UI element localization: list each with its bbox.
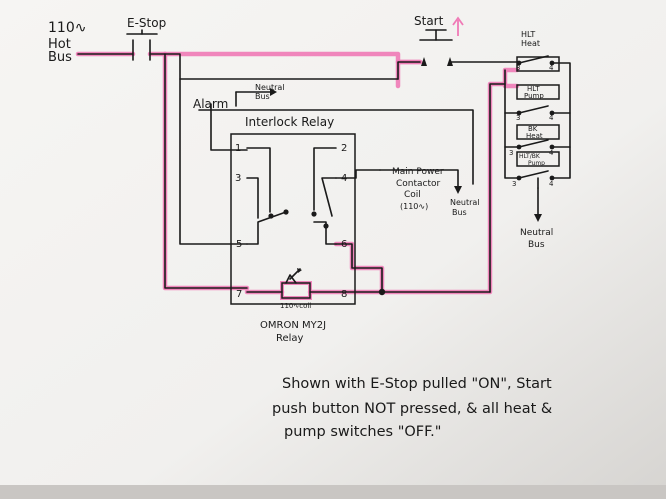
table-edge	[0, 485, 666, 499]
switch-1-pin-left: 3	[516, 64, 520, 72]
switch-1-line2: Heat	[521, 39, 540, 48]
relay-pin-6: 6	[341, 239, 347, 250]
relay-pin-2: 2	[341, 143, 347, 154]
note-line2: push button NOT pressed, & all heat &	[272, 401, 552, 417]
contactor-line1: Main Power	[392, 167, 444, 177]
switch-4-line1: HLT/BK	[519, 153, 541, 160]
switch-2-line2: Pump	[524, 92, 544, 100]
switch-2-pin-left: 3	[516, 114, 520, 122]
relay-model-line1: OMRON MY2J	[260, 320, 326, 331]
contactor-line4: (110∿)	[400, 202, 428, 211]
switch-4-pin-right: 4	[549, 180, 554, 188]
ink-wiring	[77, 16, 571, 305]
coil-label: 110∿coil	[280, 302, 311, 310]
paper-sheet	[0, 0, 666, 485]
switch-2-pin-right: 4	[549, 114, 554, 122]
neutral-top-line1: Neutral	[255, 83, 285, 92]
contactor-line2: Contactor	[396, 179, 441, 189]
switch-1-line1: HLT	[521, 30, 535, 39]
switch-3-line1: BK	[528, 125, 538, 133]
hot-bus-line1: Hot	[48, 37, 71, 52]
neutral-top-line2: Bus	[255, 92, 270, 101]
supply-voltage: 110∿	[48, 20, 86, 36]
note-line1: Shown with E-Stop pulled "ON", Start	[282, 376, 552, 392]
switch-3-pin-left: 3	[509, 149, 513, 157]
hot-bus-line2: Bus	[48, 50, 72, 65]
switch-2-line1: HLT	[527, 85, 540, 93]
relay-pin-8: 8	[341, 289, 347, 300]
relay-pin-4: 4	[341, 173, 347, 184]
relay-model-line2: Relay	[276, 333, 304, 344]
contactor-neutral-line2: Bus	[452, 208, 467, 217]
contactor-line3: Coil	[404, 190, 421, 200]
switch-4-line2: Pump	[528, 160, 545, 167]
relay-pin-5: 5	[236, 239, 242, 250]
switch-4-pin-left: 3	[512, 180, 516, 188]
relay-pin-3: 3	[235, 173, 241, 184]
start-label: Start	[414, 14, 444, 28]
neutral-bottom-line1: Neutral	[520, 228, 553, 238]
note-line3: pump switches "OFF."	[284, 424, 441, 440]
contactor-neutral-line1: Neutral	[450, 198, 480, 207]
relay-title: Interlock Relay	[245, 115, 334, 129]
relay-pin-7: 7	[236, 289, 242, 300]
switch-3-pin-right: 4	[549, 149, 554, 157]
neutral-bottom-line2: Bus	[528, 240, 545, 250]
estop-label: E-Stop	[127, 16, 166, 30]
switch-3-line2: Heat	[526, 132, 543, 140]
alarm-label: Alarm	[193, 97, 228, 111]
relay-pin-1: 1	[235, 143, 241, 154]
switch-1-pin-right: 4	[549, 64, 554, 72]
